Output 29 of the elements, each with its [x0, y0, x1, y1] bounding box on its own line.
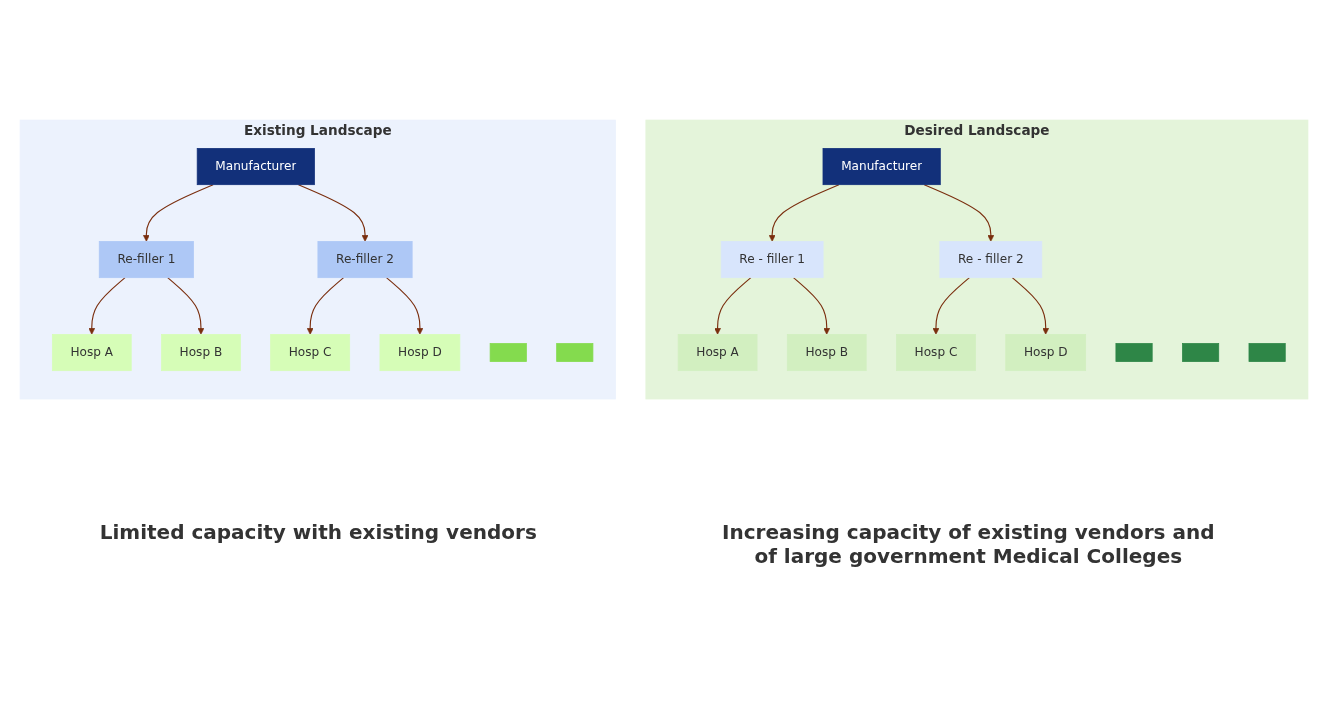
- node-box: [489, 343, 527, 363]
- arrow: [88, 277, 126, 336]
- node-box: [1182, 343, 1220, 363]
- arrow: [932, 277, 970, 336]
- node-box: Hosp D: [1005, 334, 1087, 372]
- node-box: Manufacturer: [196, 148, 315, 186]
- node-box: Manufacturer: [822, 148, 941, 186]
- arrow: [792, 277, 831, 336]
- arrow: [306, 277, 345, 336]
- arrow: [385, 277, 424, 336]
- node-box: Hosp A: [677, 334, 758, 372]
- caption-text: Increasing capacity of existing vendors and of large government Medical Colleges: [721, 520, 1216, 568]
- node-box: Re - filler 1: [720, 241, 824, 279]
- node-box: Hosp C: [896, 334, 976, 372]
- caption-text: Limited capacity with existing vendors: [99, 520, 537, 546]
- node-box: Hosp D: [379, 334, 461, 372]
- arrow: [167, 277, 205, 336]
- node-box: Re-filler 1: [98, 241, 194, 279]
- node-box: [1248, 343, 1286, 363]
- node-box: [556, 343, 594, 363]
- arrow: [714, 277, 752, 336]
- node-box: Re - filler 2: [939, 241, 1043, 279]
- node-box: Hosp B: [786, 334, 867, 372]
- node-box: Hosp C: [270, 334, 351, 372]
- node-box: Re-filler 2: [317, 241, 413, 279]
- arrow: [1011, 277, 1050, 336]
- node-box: Hosp B: [161, 334, 241, 372]
- node-box: Hosp A: [51, 334, 132, 372]
- node-box: [1115, 343, 1153, 363]
